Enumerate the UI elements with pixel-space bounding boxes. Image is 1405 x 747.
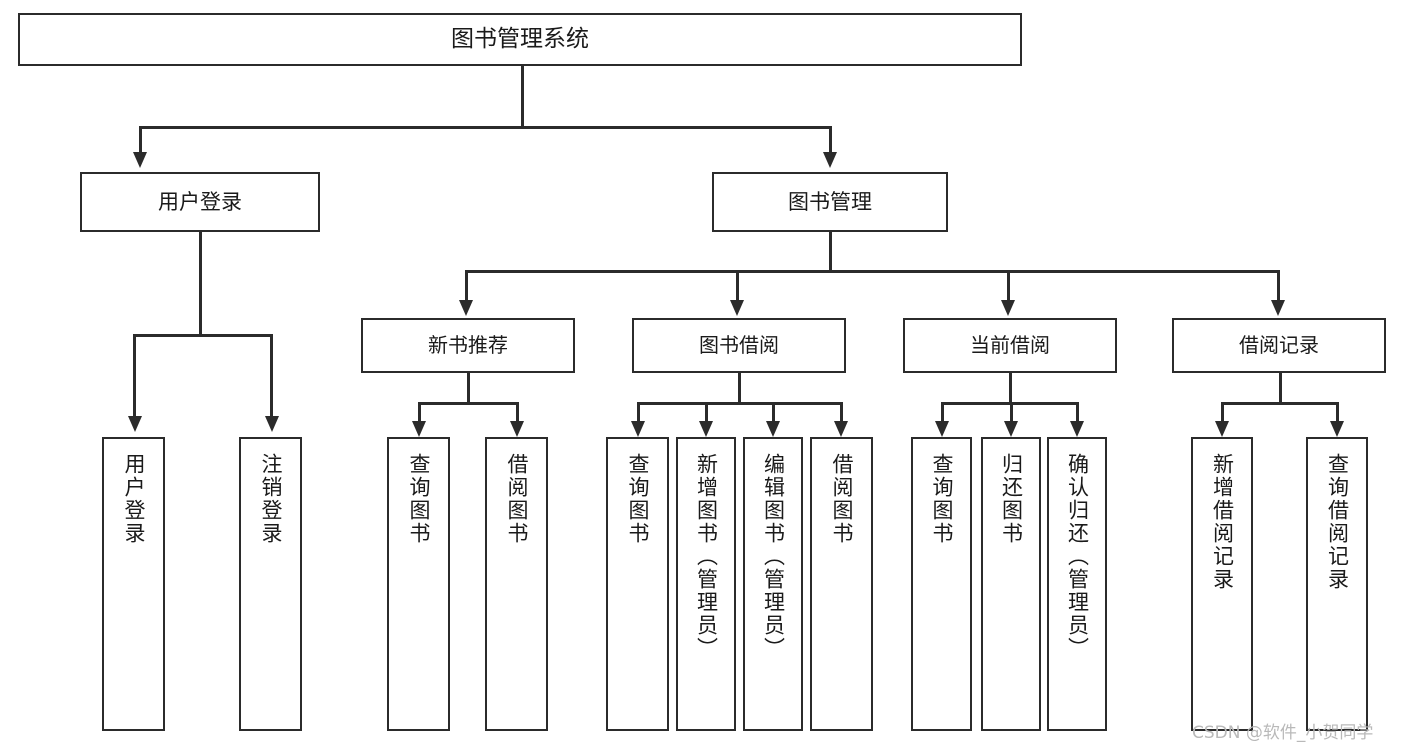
node-leaf-query-book-3[interactable]: 查询图书 [911,437,972,731]
node-label: 新书推荐 [428,332,508,357]
connector-user-login-to-leaf-2 [270,334,273,418]
arrowhead-root-to-user-login [133,152,147,168]
node-label: 新增借阅记录 [1210,453,1235,591]
connector-new-book-rec-stem [467,373,470,404]
node-leaf-logout[interactable]: 注销登录 [239,437,302,731]
connector-book-borrow-to-leaf-4 [840,402,843,424]
arrowhead-book-manage-to-borrow-record [1271,300,1285,316]
node-leaf-user-login[interactable]: 用户登录 [102,437,165,731]
node-label: 借阅图书 [830,453,854,545]
arrowhead-current-borrow-to-leaf-2 [1004,421,1018,437]
node-label: 用户登录 [122,453,146,545]
arrowhead-book-manage-to-current-borrow [1001,300,1015,316]
arrowhead-current-borrow-to-leaf-3 [1070,421,1084,437]
arrowhead-current-borrow-to-leaf-1 [935,421,949,437]
arrowhead-book-borrow-to-leaf-4 [834,421,848,437]
connector-current-borrow-stem [1009,373,1012,404]
connector-current-borrow-to-leaf-2 [1010,402,1013,424]
connector-borrow-record-to-leaf-1 [1221,402,1224,424]
arrowhead-new-book-rec-to-leaf-2 [510,421,524,437]
node-label: 归还图书 [999,453,1024,545]
connector-root-bus [139,126,831,129]
node-label: 用户登录 [158,189,242,214]
connector-new-book-rec-to-leaf-1 [418,402,421,424]
node-leaf-return-book[interactable]: 归还图书 [981,437,1041,731]
connector-book-borrow-to-leaf-2 [705,402,708,424]
node-label: 图书管理 [788,189,872,214]
connector-book-manage-stem [829,232,832,272]
connector-book-borrow-bus [637,402,842,405]
connector-root-to-user-login [139,126,142,154]
arrowhead-book-borrow-to-leaf-1 [631,421,645,437]
arrowhead-user-login-to-leaf-2 [265,416,279,432]
arrowhead-book-borrow-to-leaf-3 [766,421,780,437]
node-leaf-add-record[interactable]: 新增借阅记录 [1191,437,1253,731]
arrowhead-user-login-to-leaf-1 [128,416,142,432]
connector-book-borrow-to-leaf-3 [772,402,775,424]
node-leaf-confirm-return[interactable]: 确认归还（管理员） [1047,437,1107,731]
arrowhead-root-to-book-manage [823,152,837,168]
node-label: 新增图书（管理员） [694,453,719,660]
node-label: 图书借阅 [699,332,779,357]
connector-book-borrow-stem [738,373,741,404]
connector-book-borrow-to-leaf-1 [637,402,640,424]
node-book-manage[interactable]: 图书管理 [712,172,948,232]
connector-current-borrow-bus [941,402,1078,405]
node-leaf-query-book-1[interactable]: 查询图书 [387,437,450,731]
connector-book-manage-to-new-book-rec [465,270,468,302]
node-leaf-borrow-book-1[interactable]: 借阅图书 [485,437,548,731]
arrowhead-book-borrow-to-leaf-2 [699,421,713,437]
connector-current-borrow-to-leaf-1 [941,402,944,424]
arrowhead-borrow-record-to-leaf-2 [1330,421,1344,437]
node-label: 图书管理系统 [451,25,589,52]
connector-current-borrow-to-leaf-3 [1076,402,1079,424]
connector-user-login-stem [199,232,202,336]
node-new-book-rec[interactable]: 新书推荐 [361,318,575,373]
node-current-borrow[interactable]: 当前借阅 [903,318,1117,373]
node-leaf-borrow-book-2[interactable]: 借阅图书 [810,437,873,731]
node-label: 查询图书 [930,453,954,545]
node-book-borrow[interactable]: 图书借阅 [632,318,846,373]
connector-borrow-record-bus [1221,402,1338,405]
node-label: 确认归还（管理员） [1065,453,1090,660]
node-label: 查询图书 [407,453,431,545]
connector-root-stem [521,66,524,128]
node-leaf-add-book[interactable]: 新增图书（管理员） [676,437,736,731]
connector-user-login-bus [133,334,272,337]
arrowhead-book-manage-to-new-book-rec [459,300,473,316]
node-label: 借阅图书 [505,453,529,545]
arrowhead-new-book-rec-to-leaf-1 [412,421,426,437]
node-leaf-query-book-2[interactable]: 查询图书 [606,437,669,731]
node-label: 查询图书 [626,453,650,545]
node-label: 当前借阅 [970,332,1050,357]
connector-user-login-to-leaf-1 [133,334,136,418]
node-label: 编辑图书（管理员） [761,453,786,660]
connector-book-manage-to-book-borrow [736,270,739,302]
node-label: 借阅记录 [1239,332,1319,357]
node-label: 查询借阅记录 [1325,453,1350,591]
connector-borrow-record-stem [1279,373,1282,404]
arrowhead-borrow-record-to-leaf-1 [1215,421,1229,437]
node-borrow-record[interactable]: 借阅记录 [1172,318,1386,373]
connector-book-manage-to-borrow-record [1277,270,1280,302]
node-user-login[interactable]: 用户登录 [80,172,320,232]
connector-book-manage-bus [465,270,1279,273]
node-leaf-query-record[interactable]: 查询借阅记录 [1306,437,1368,731]
connector-borrow-record-to-leaf-2 [1336,402,1339,424]
connector-new-book-rec-to-leaf-2 [516,402,519,424]
arrowhead-book-manage-to-book-borrow [730,300,744,316]
connector-new-book-rec-bus [418,402,518,405]
connector-book-manage-to-current-borrow [1007,270,1010,302]
node-root-system[interactable]: 图书管理系统 [18,13,1022,66]
node-leaf-edit-book[interactable]: 编辑图书（管理员） [743,437,803,731]
connector-root-to-book-manage [829,126,832,154]
node-label: 注销登录 [259,453,283,545]
